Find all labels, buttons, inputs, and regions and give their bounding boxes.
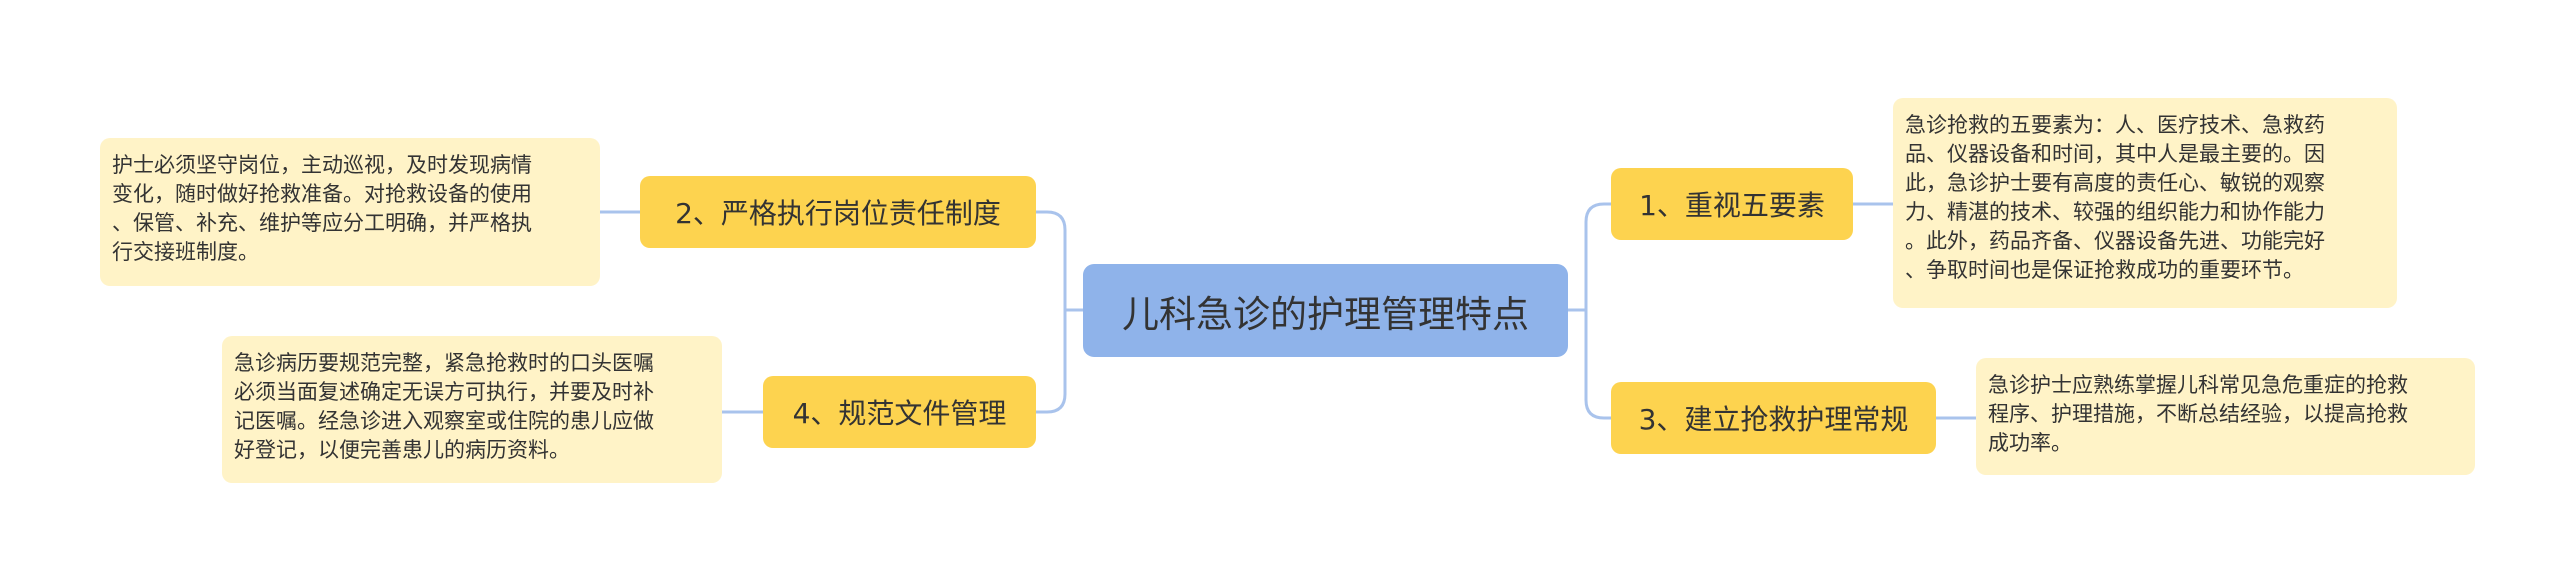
topic-4[interactable]: 4、规范文件管理 bbox=[763, 376, 1036, 448]
note-topic-4[interactable]: 急诊病历要规范完整，紧急抢救时的口头医嘱 必须当面复述确定无误方可执行，并要及时… bbox=[222, 336, 722, 483]
note-line: 此，急诊护士要有高度的责任心、敏锐的观察 bbox=[1905, 171, 2325, 195]
note-line: 成功率。 bbox=[1988, 431, 2072, 455]
root-topic[interactable]: 儿科急诊的护理管理特点 bbox=[1083, 264, 1568, 357]
note-line: 。此外，药品齐备、仪器设备先进、功能完好 bbox=[1905, 229, 2325, 253]
link-root-topic3 bbox=[1584, 310, 1611, 420]
note-line: 、争取时间也是保证抢救成功的重要环节。 bbox=[1905, 258, 2304, 282]
topic-2-label: 2、严格执行岗位责任制度 bbox=[675, 197, 1001, 230]
topic-4-label: 4、规范文件管理 bbox=[792, 397, 1007, 430]
note-line: 记医嘱。经急诊进入观察室或住院的患儿应做 bbox=[234, 409, 654, 433]
root-topic-label: 儿科急诊的护理管理特点 bbox=[1122, 292, 1529, 336]
note-line: 、保管、补充、维护等应分工明确，并严格执 bbox=[112, 211, 532, 235]
topic-2[interactable]: 2、严格执行岗位责任制度 bbox=[640, 176, 1036, 248]
note-topic-2[interactable]: 护士必须坚守岗位，主动巡视，及时发现病情 变化，随时做好抢救准备。对抢救设备的使… bbox=[100, 138, 600, 286]
note-line: 护士必须坚守岗位，主动巡视，及时发现病情 bbox=[112, 153, 532, 177]
link-root-topic1 bbox=[1584, 202, 1611, 310]
topic-1[interactable]: 1、重视五要素 bbox=[1611, 168, 1853, 240]
link-root-topic2 bbox=[1036, 210, 1067, 310]
note-line: 急诊护士应熟练掌握儿科常见急危重症的抢救 bbox=[1988, 373, 2408, 397]
note-line: 程序、护理措施，不断总结经验，以提高抢救 bbox=[1988, 402, 2408, 426]
note-line: 急诊抢救的五要素为：人、医疗技术、急救药 bbox=[1905, 113, 2325, 137]
note-line: 急诊病历要规范完整，紧急抢救时的口头医嘱 bbox=[234, 351, 654, 375]
note-line: 变化，随时做好抢救准备。对抢救设备的使用 bbox=[112, 182, 532, 206]
note-line: 好登记，以便完善患儿的病历资料。 bbox=[234, 438, 570, 462]
topic-3-label: 3、建立抢救护理常规 bbox=[1638, 403, 1909, 436]
note-topic-1[interactable]: 急诊抢救的五要素为：人、医疗技术、急救药 品、仪器设备和时间，其中人是最主要的。… bbox=[1893, 98, 2397, 308]
note-line: 必须当面复述确定无误方可执行，并要及时补 bbox=[234, 380, 654, 404]
link-root-topic4 bbox=[1036, 310, 1067, 414]
note-line: 品、仪器设备和时间，其中人是最主要的。因 bbox=[1905, 142, 2325, 166]
topic-1-label: 1、重视五要素 bbox=[1639, 189, 1825, 222]
note-line: 行交接班制度。 bbox=[112, 240, 259, 264]
note-line: 力、精湛的技术、较强的组织能力和协作能力 bbox=[1905, 200, 2325, 224]
topic-3[interactable]: 3、建立抢救护理常规 bbox=[1611, 382, 1936, 454]
note-topic-3[interactable]: 急诊护士应熟练掌握儿科常见急危重症的抢救 程序、护理措施，不断总结经验，以提高抢… bbox=[1976, 358, 2475, 475]
